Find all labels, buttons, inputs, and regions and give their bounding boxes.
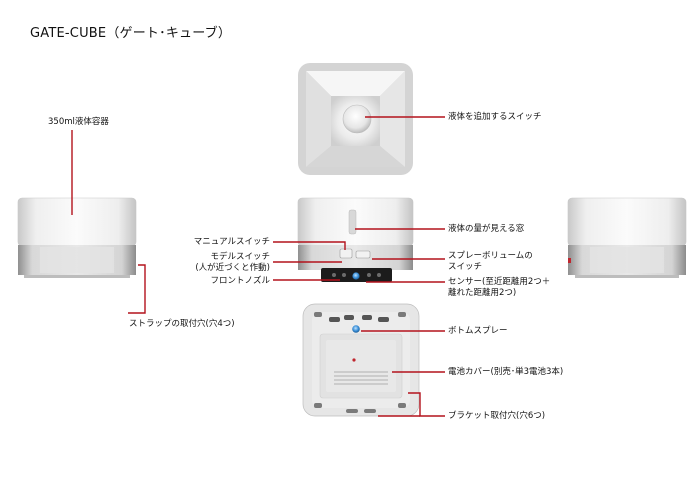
label-mode-switch-line2: (人が近づくと作動) [195,263,270,273]
label-bracket-holes: ブラケット取付穴(穴6つ) [448,411,546,421]
bottom-spray-nozzle [352,325,360,333]
add-liquid-switch-knob [342,104,372,134]
level-window [348,209,357,235]
leader-bracket-top [408,392,445,417]
page-title: GATE-CUBE（ゲート･キューブ） [30,26,232,41]
label-battery-cover: 電池カバー(別売･単3電池3本) [448,367,564,377]
label-spray-volume-line1: スプレーボリュームの [448,251,533,261]
right-side-view [567,197,687,278]
label-sensor-line2: 離れた距離用2つ) [448,288,517,298]
label-bottom-spray: ボトムスプレー [448,326,508,336]
left-side-view [17,197,137,278]
label-add-liquid-switch: 液体を追加するスイッチ [448,112,542,122]
label-sensor-line1: センサー(至近距離用2つ＋ [448,277,551,287]
label-strap-holes: ストラップの取付穴(穴4つ) [129,319,235,329]
front-view [297,197,414,282]
leader-lines [71,116,445,417]
manual-switch [339,248,353,259]
label-mode-switch-line1: モデルスイッチ [210,252,270,262]
label-level-window: 液体の量が見える窓 [448,224,525,234]
label-front-nozzle: フロントノズル [210,276,270,286]
label-manual-switch: マニュアルスイッチ [193,237,270,247]
volume-switch [355,250,371,259]
bottom-view [302,303,420,417]
top-view [298,63,413,175]
label-container: 350ml液体容器 [48,117,109,127]
leader-manual-switch [273,241,346,250]
label-spray-volume-line2: スイッチ [448,262,483,272]
leader-strap-holes [128,264,146,314]
front-nozzle [352,272,360,280]
